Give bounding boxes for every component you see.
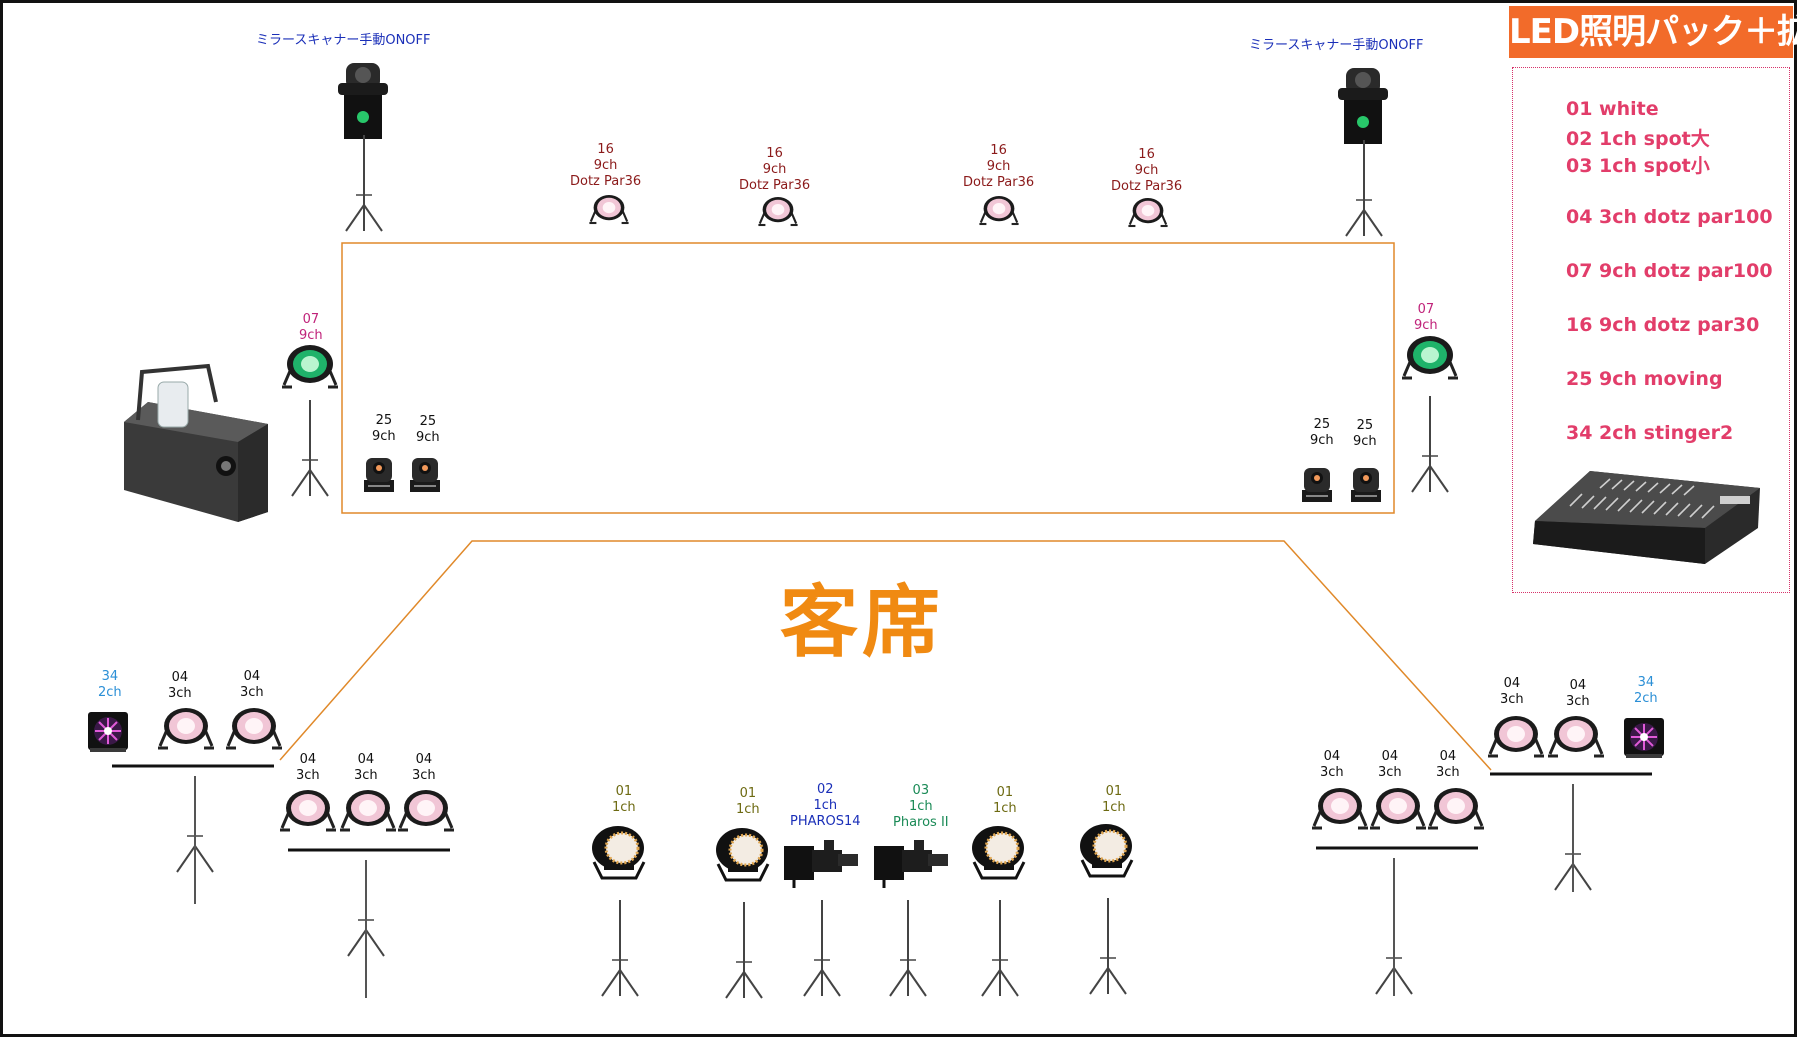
scanner-label-right: ミラースキャナー手動ONOFF xyxy=(1249,38,1424,53)
truss-bar-stand xyxy=(288,848,450,998)
dotz-par100-icon xyxy=(156,708,216,750)
legend-item: 34 2ch stinger2 xyxy=(1566,422,1734,444)
dotz-par100-icon xyxy=(1368,788,1428,830)
ellipsoidal-spot-icon xyxy=(874,838,950,997)
dotz-par100-9ch-icon xyxy=(1400,336,1460,493)
legend-item: 01 white xyxy=(1566,98,1659,120)
ellipsoidal-spot-icon xyxy=(784,838,860,997)
dotz-par100-icon xyxy=(338,790,398,832)
dotz-par100-icon xyxy=(1486,716,1546,758)
truss-bar-stand xyxy=(112,764,274,904)
legend-item: 03 1ch spot小 xyxy=(1566,155,1710,177)
dotz-par36-icon xyxy=(588,195,630,225)
cyc-light-icon xyxy=(1078,822,1134,995)
cyc-light-icon xyxy=(970,824,1026,997)
dotz-par100-9ch-icon xyxy=(280,345,340,497)
legend-item: 07 9ch dotz par100 xyxy=(1566,260,1773,282)
dotz-par100-icon xyxy=(278,790,338,832)
dotz-par100-icon xyxy=(1426,788,1486,830)
fog-machine-icon xyxy=(124,363,268,522)
stinger-icon xyxy=(1623,717,1665,759)
title-badge: LED照明パック＋拡張 xyxy=(1509,6,1797,58)
audience-label: 客席 xyxy=(780,578,945,668)
moving-head-icon xyxy=(409,457,441,493)
lighting-console-icon xyxy=(1533,471,1760,564)
dotz-par100-icon xyxy=(1546,716,1606,758)
moving-head-icon xyxy=(1350,467,1382,503)
moving-head-icon xyxy=(363,457,395,493)
legend-item: 16 9ch dotz par30 xyxy=(1566,314,1760,336)
moving-head-icon xyxy=(1301,467,1333,503)
legend-item: 25 9ch moving xyxy=(1566,368,1723,390)
stinger-icon xyxy=(87,711,129,753)
mirror-scanner-right-icon xyxy=(1338,68,1388,237)
legend-item: 04 3ch dotz par100 xyxy=(1566,206,1773,228)
dotz-par36-icon xyxy=(1127,198,1169,228)
dotz-par36-icon xyxy=(978,196,1020,226)
dotz-par36-icon xyxy=(757,197,799,227)
dotz-par100-icon xyxy=(396,790,456,832)
truss-bar-stand xyxy=(1490,772,1652,892)
legend-item: 02 1ch spot大 xyxy=(1566,128,1710,150)
cyc-light-icon xyxy=(590,824,646,997)
dotz-par100-icon xyxy=(224,708,284,750)
legend-box xyxy=(1512,67,1790,593)
scanner-label-left: ミラースキャナー手動ONOFF xyxy=(256,33,431,48)
mirror-scanner-left-icon xyxy=(338,63,388,232)
cyc-light-icon xyxy=(714,826,770,999)
dotz-par100-icon xyxy=(1310,788,1370,830)
truss-bar-stand xyxy=(1316,846,1478,996)
